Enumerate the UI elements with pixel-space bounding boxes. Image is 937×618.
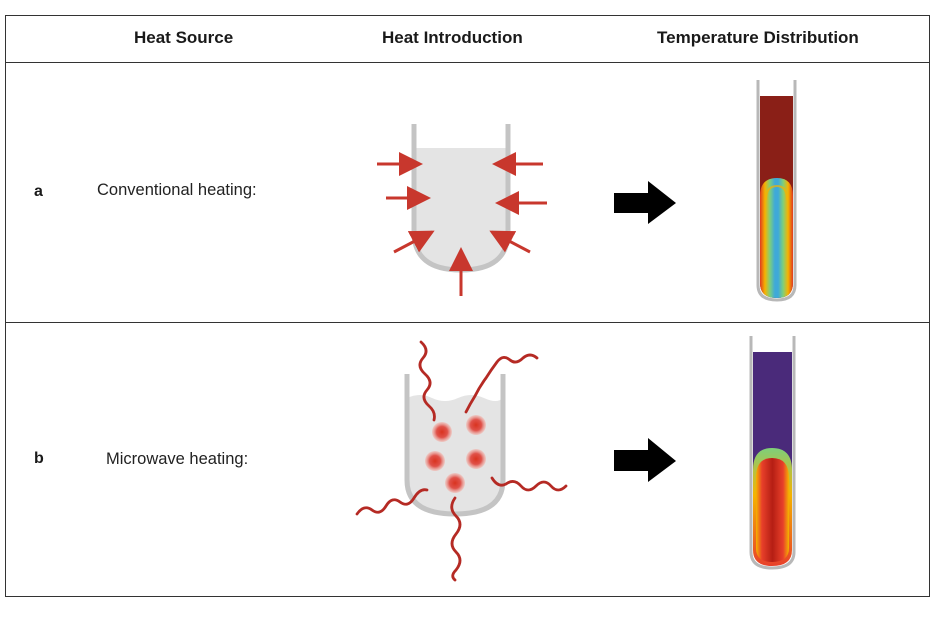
row-a-label: Conventional heating: (97, 181, 257, 199)
hot-spots (425, 415, 486, 493)
hot-spot (425, 451, 445, 471)
hot-spot (445, 473, 465, 493)
table-frame (5, 15, 930, 597)
microwave-wave (490, 476, 568, 492)
header-divider (5, 62, 930, 63)
test-tube-a-icon (756, 80, 797, 302)
conventional-vessel-icon (411, 124, 511, 273)
hot-spot (466, 449, 486, 469)
column-header-heat-source: Heat Source (134, 28, 234, 47)
microwave-wave (355, 488, 429, 516)
hot-spot (466, 415, 486, 435)
row-a-letter: a (34, 183, 43, 200)
inward-heat-arrows (377, 152, 547, 296)
microwave-wave (464, 353, 539, 414)
row-b-label: Microwave heating: (106, 450, 249, 468)
right-arrow-icon (614, 438, 676, 482)
microwave-wave (418, 340, 436, 422)
heat-arrow (393, 230, 435, 254)
column-header-temperature-distribution: Temperature Distribution (657, 28, 859, 47)
right-arrow-icon (614, 181, 676, 224)
column-header-heat-introduction: Heat Introduction (382, 28, 523, 47)
heat-arrow (489, 230, 531, 254)
microwave-waves (355, 340, 568, 582)
hot-spot (432, 422, 452, 442)
microwave-wave (450, 496, 462, 582)
row-divider (5, 322, 930, 323)
test-tube-b-icon (749, 336, 796, 570)
row-b-letter: b (34, 450, 44, 467)
